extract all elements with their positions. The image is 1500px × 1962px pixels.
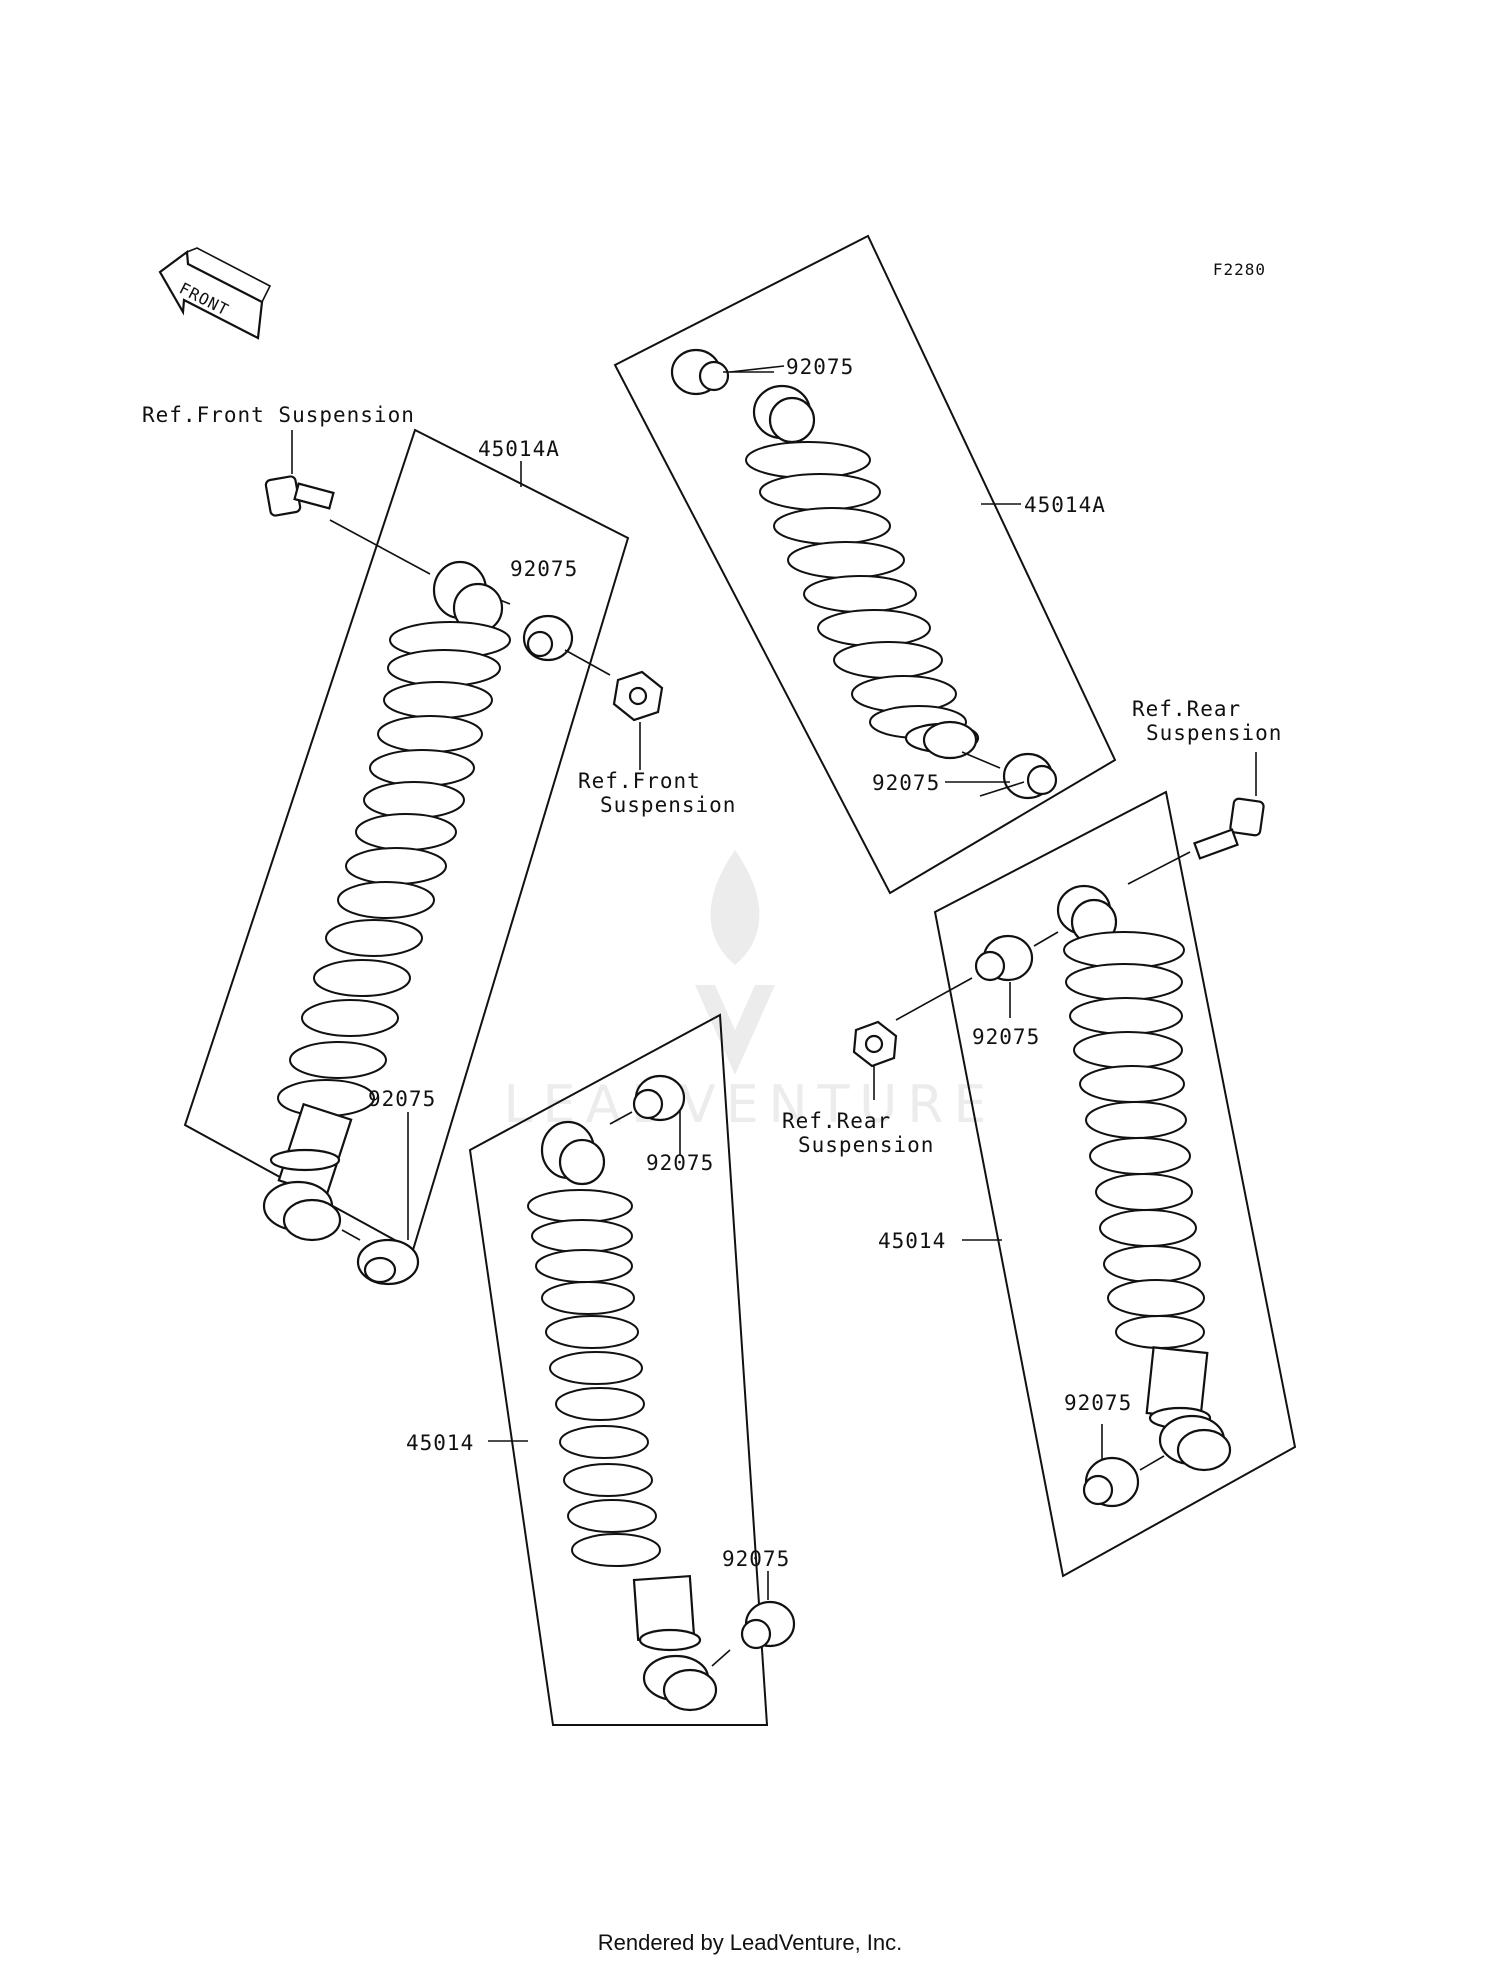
left-bottom-bushing: [356, 1238, 420, 1286]
figure-code: F2280: [1213, 260, 1266, 279]
center-top-group-frame: [613, 234, 1117, 895]
label-92075-left-bottom: 92075: [368, 1087, 436, 1111]
center-top-upper-bushing: [670, 348, 730, 396]
center-top-shock-spring: [745, 441, 967, 739]
label-45014A-center: 45014A: [1024, 493, 1106, 517]
watermark-text: LEADVENTURE: [504, 1075, 997, 1135]
label-45014A-left: 45014A: [478, 437, 560, 461]
label-92075-center-top-upper: 92075: [786, 355, 854, 379]
center-top-lower-bushing: [1002, 752, 1058, 800]
label-92075-right-bottom: 92075: [1064, 1391, 1132, 1415]
center-bottom-group-frame: [468, 1013, 769, 1726]
label-92075-left-top: 92075: [510, 557, 578, 581]
right-shock-spring: [1063, 931, 1205, 1349]
center-bottom-lower-bushing: [740, 1600, 796, 1650]
shock-left-group: [183, 428, 664, 1286]
label-ref-front-suspension-line2: Suspension: [600, 793, 736, 817]
right-bottom-bushing: [1082, 1456, 1140, 1508]
center-bottom-shock-spring: [527, 1189, 661, 1567]
rear-mount-nut: [852, 1020, 898, 1068]
shock-center-bottom-group: [468, 1013, 796, 1726]
label-45014-center-bottom: 45014: [406, 1431, 474, 1455]
label-92075-center-bottom-upper: 92075: [646, 1151, 714, 1175]
watermark: LEADVENTURE: [504, 850, 997, 1135]
footer-credit: Rendered by LeadVenture, Inc.: [598, 1930, 903, 1955]
right-group-frame: [933, 790, 1297, 1578]
label-ref-rear-suspension-mid-line1: Ref.Rear: [782, 1109, 891, 1133]
right-top-bushing: [974, 934, 1034, 982]
label-92075-center-bottom-lower: 92075: [722, 1547, 790, 1571]
label-ref-front-suspension-line1: Ref.Front: [578, 769, 701, 793]
shock-right-group: [852, 790, 1297, 1578]
left-top-bushing: [522, 614, 574, 662]
label-ref-rear-suspension-top-line2: Suspension: [1146, 721, 1282, 745]
label-ref-rear-suspension-mid-line2: Suspension: [798, 1133, 934, 1157]
label-92075-center-top-lower: 92075: [872, 771, 940, 795]
label-ref-front-suspension-top: Ref.Front Suspension: [142, 403, 415, 427]
front-direction-arrow: FRONT: [158, 247, 272, 340]
rear-mount-bolt: [1127, 797, 1265, 885]
front-mount-nut: [612, 670, 664, 722]
front-mount-bolt: [264, 475, 431, 575]
shock-center-top-group: [613, 234, 1117, 895]
label-92075-right-top: 92075: [972, 1025, 1040, 1049]
center-bottom-upper-bushing: [632, 1074, 686, 1122]
label-45014-right: 45014: [878, 1229, 946, 1253]
label-ref-rear-suspension-top-line1: Ref.Rear: [1132, 697, 1241, 721]
